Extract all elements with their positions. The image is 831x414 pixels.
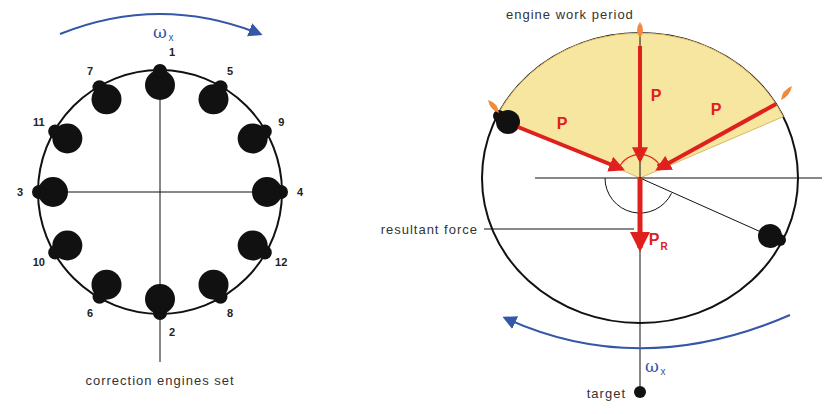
engine-nozzle bbox=[48, 125, 62, 139]
callout-number: 9 bbox=[278, 117, 284, 128]
rotation-symbol: ω bbox=[645, 358, 659, 375]
rotation-subscript: x bbox=[169, 33, 174, 43]
rotation-arrow bbox=[505, 315, 790, 348]
callout-number: 5 bbox=[227, 65, 233, 76]
force-label: P bbox=[651, 88, 662, 104]
force-label: P bbox=[557, 116, 568, 132]
engine-nozzle bbox=[214, 290, 228, 304]
period-label: engine work period bbox=[506, 8, 634, 21]
engine-nozzle bbox=[93, 80, 107, 94]
callout-number: 7 bbox=[87, 65, 93, 76]
engine-nozzle bbox=[48, 246, 62, 260]
engine-nozzle bbox=[258, 246, 272, 260]
callout-number: 8 bbox=[227, 308, 233, 319]
callout-number: 10 bbox=[33, 257, 45, 268]
leader-line bbox=[484, 229, 634, 230]
force-label: P bbox=[711, 102, 722, 118]
resultant-arrow bbox=[638, 178, 643, 248]
axis-line bbox=[535, 178, 822, 179]
resultant-label: resultant force bbox=[381, 223, 478, 236]
flame-symbol bbox=[781, 86, 792, 100]
callout-number: 6 bbox=[87, 308, 93, 319]
callout-number: 4 bbox=[297, 187, 303, 198]
rotation-subscript: x bbox=[661, 367, 666, 377]
force-arrow bbox=[518, 127, 622, 169]
engine-nozzle bbox=[32, 185, 46, 199]
target-dot bbox=[634, 386, 646, 398]
engine-nozzle bbox=[214, 80, 228, 94]
axis-line bbox=[640, 28, 641, 386]
force-arrow bbox=[638, 46, 642, 160]
work-sector bbox=[497, 33, 783, 178]
rotation-symbol: ω bbox=[153, 24, 167, 41]
engine-nozzle bbox=[93, 290, 107, 304]
caption-label: correction engines set bbox=[85, 374, 234, 387]
force-subscript: R bbox=[660, 242, 667, 252]
engine-ring bbox=[32, 64, 288, 320]
flame-symbol bbox=[637, 22, 643, 38]
callout-number: 11 bbox=[33, 117, 45, 128]
engine-symbol bbox=[758, 224, 786, 248]
callout-number: 12 bbox=[275, 257, 287, 268]
engine-nozzle bbox=[153, 64, 167, 78]
engine-nozzle bbox=[153, 306, 167, 320]
target-label: target bbox=[587, 387, 626, 400]
engine-symbol bbox=[493, 110, 520, 134]
engine-nozzle bbox=[258, 125, 272, 139]
flame-symbol bbox=[488, 100, 499, 113]
callout-number: 2 bbox=[168, 327, 176, 338]
force-label: P bbox=[649, 232, 660, 248]
callout-number: 3 bbox=[17, 187, 23, 198]
callout-number: 1 bbox=[169, 47, 175, 58]
engine-nozzle bbox=[274, 185, 288, 199]
